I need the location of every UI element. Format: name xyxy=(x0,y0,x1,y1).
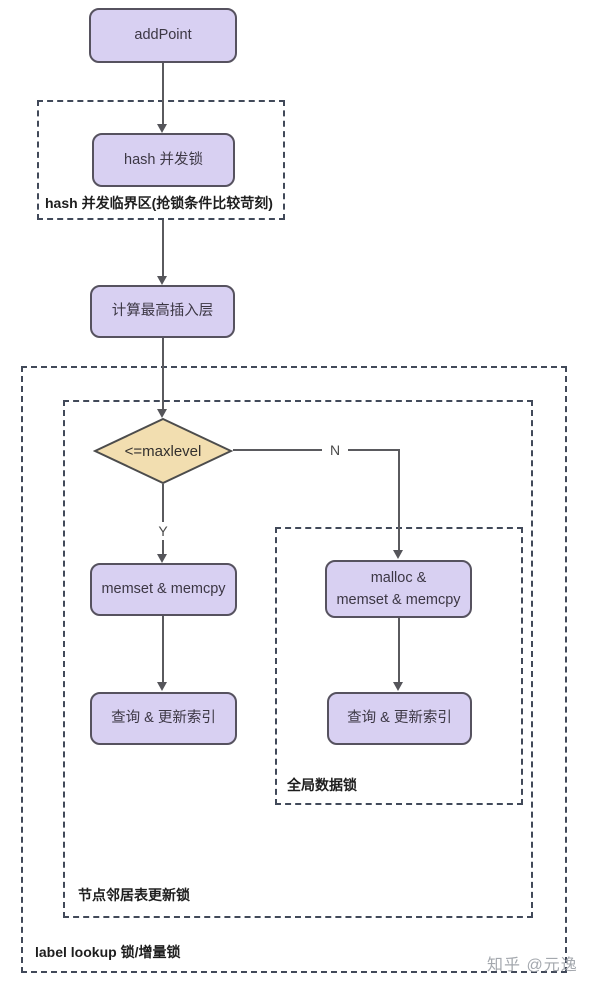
node-malloc-line1: malloc & xyxy=(370,569,427,586)
label-lookup-lock-label: label lookup 锁/增量锁 xyxy=(35,944,181,960)
arrowhead-to-query-left xyxy=(157,682,167,691)
node-memset-memcpy: memset & memcpy xyxy=(90,563,237,616)
arrowhead-to-malloc xyxy=(393,550,403,559)
hash-critical-region-label: hash 并发临界区(抢锁条件比较苛刻) xyxy=(45,195,273,211)
decision-diamond-shape xyxy=(92,417,234,485)
hash-critical-region-box xyxy=(37,100,285,220)
connector-hashregion-to-calc xyxy=(162,220,164,276)
arrowhead-to-decision xyxy=(157,409,167,418)
node-malloc-memset-memcpy: malloc & memset & memcpy xyxy=(325,560,472,618)
node-query-update-index-right: 查询 & 更新索引 xyxy=(327,692,472,745)
branch-label-no: N xyxy=(322,441,348,459)
connector-calc-to-decision xyxy=(162,338,164,409)
zhihu-watermark: 知乎 @元逸 xyxy=(487,957,578,974)
connector-addpoint-to-hashlock xyxy=(162,63,164,124)
connector-malloc-to-query-right xyxy=(398,618,400,682)
node-addpoint: addPoint xyxy=(89,8,237,63)
branch-label-yes: Y xyxy=(150,522,176,540)
decision-label: <=maxlevel xyxy=(124,442,202,460)
connector-decision-no-horizontal xyxy=(233,449,400,451)
node-decision-maxlevel: <=maxlevel xyxy=(92,417,234,485)
node-malloc-line2: memset & memcpy xyxy=(336,592,461,608)
node-hash-lock: hash 并发锁 xyxy=(92,133,235,187)
arrowhead-to-memset xyxy=(157,554,167,563)
arrowhead-to-hashlock xyxy=(157,124,167,133)
arrowhead-to-query-right xyxy=(393,682,403,691)
connector-memset-to-query-left xyxy=(162,616,164,682)
node-calc-top-insert-level: 计算最高插入层 xyxy=(90,285,235,338)
arrowhead-to-calc xyxy=(157,276,167,285)
neighbor-table-update-lock-label: 节点邻居表更新锁 xyxy=(78,887,190,903)
connector-decision-yes xyxy=(162,484,164,554)
connector-decision-no-vertical xyxy=(398,450,400,550)
neighbor-table-update-lock-region-box xyxy=(63,400,533,918)
global-data-lock-label: 全局数据锁 xyxy=(287,777,357,793)
node-query-update-index-left: 查询 & 更新索引 xyxy=(90,692,237,745)
label-lookup-lock-region-box xyxy=(21,366,567,973)
